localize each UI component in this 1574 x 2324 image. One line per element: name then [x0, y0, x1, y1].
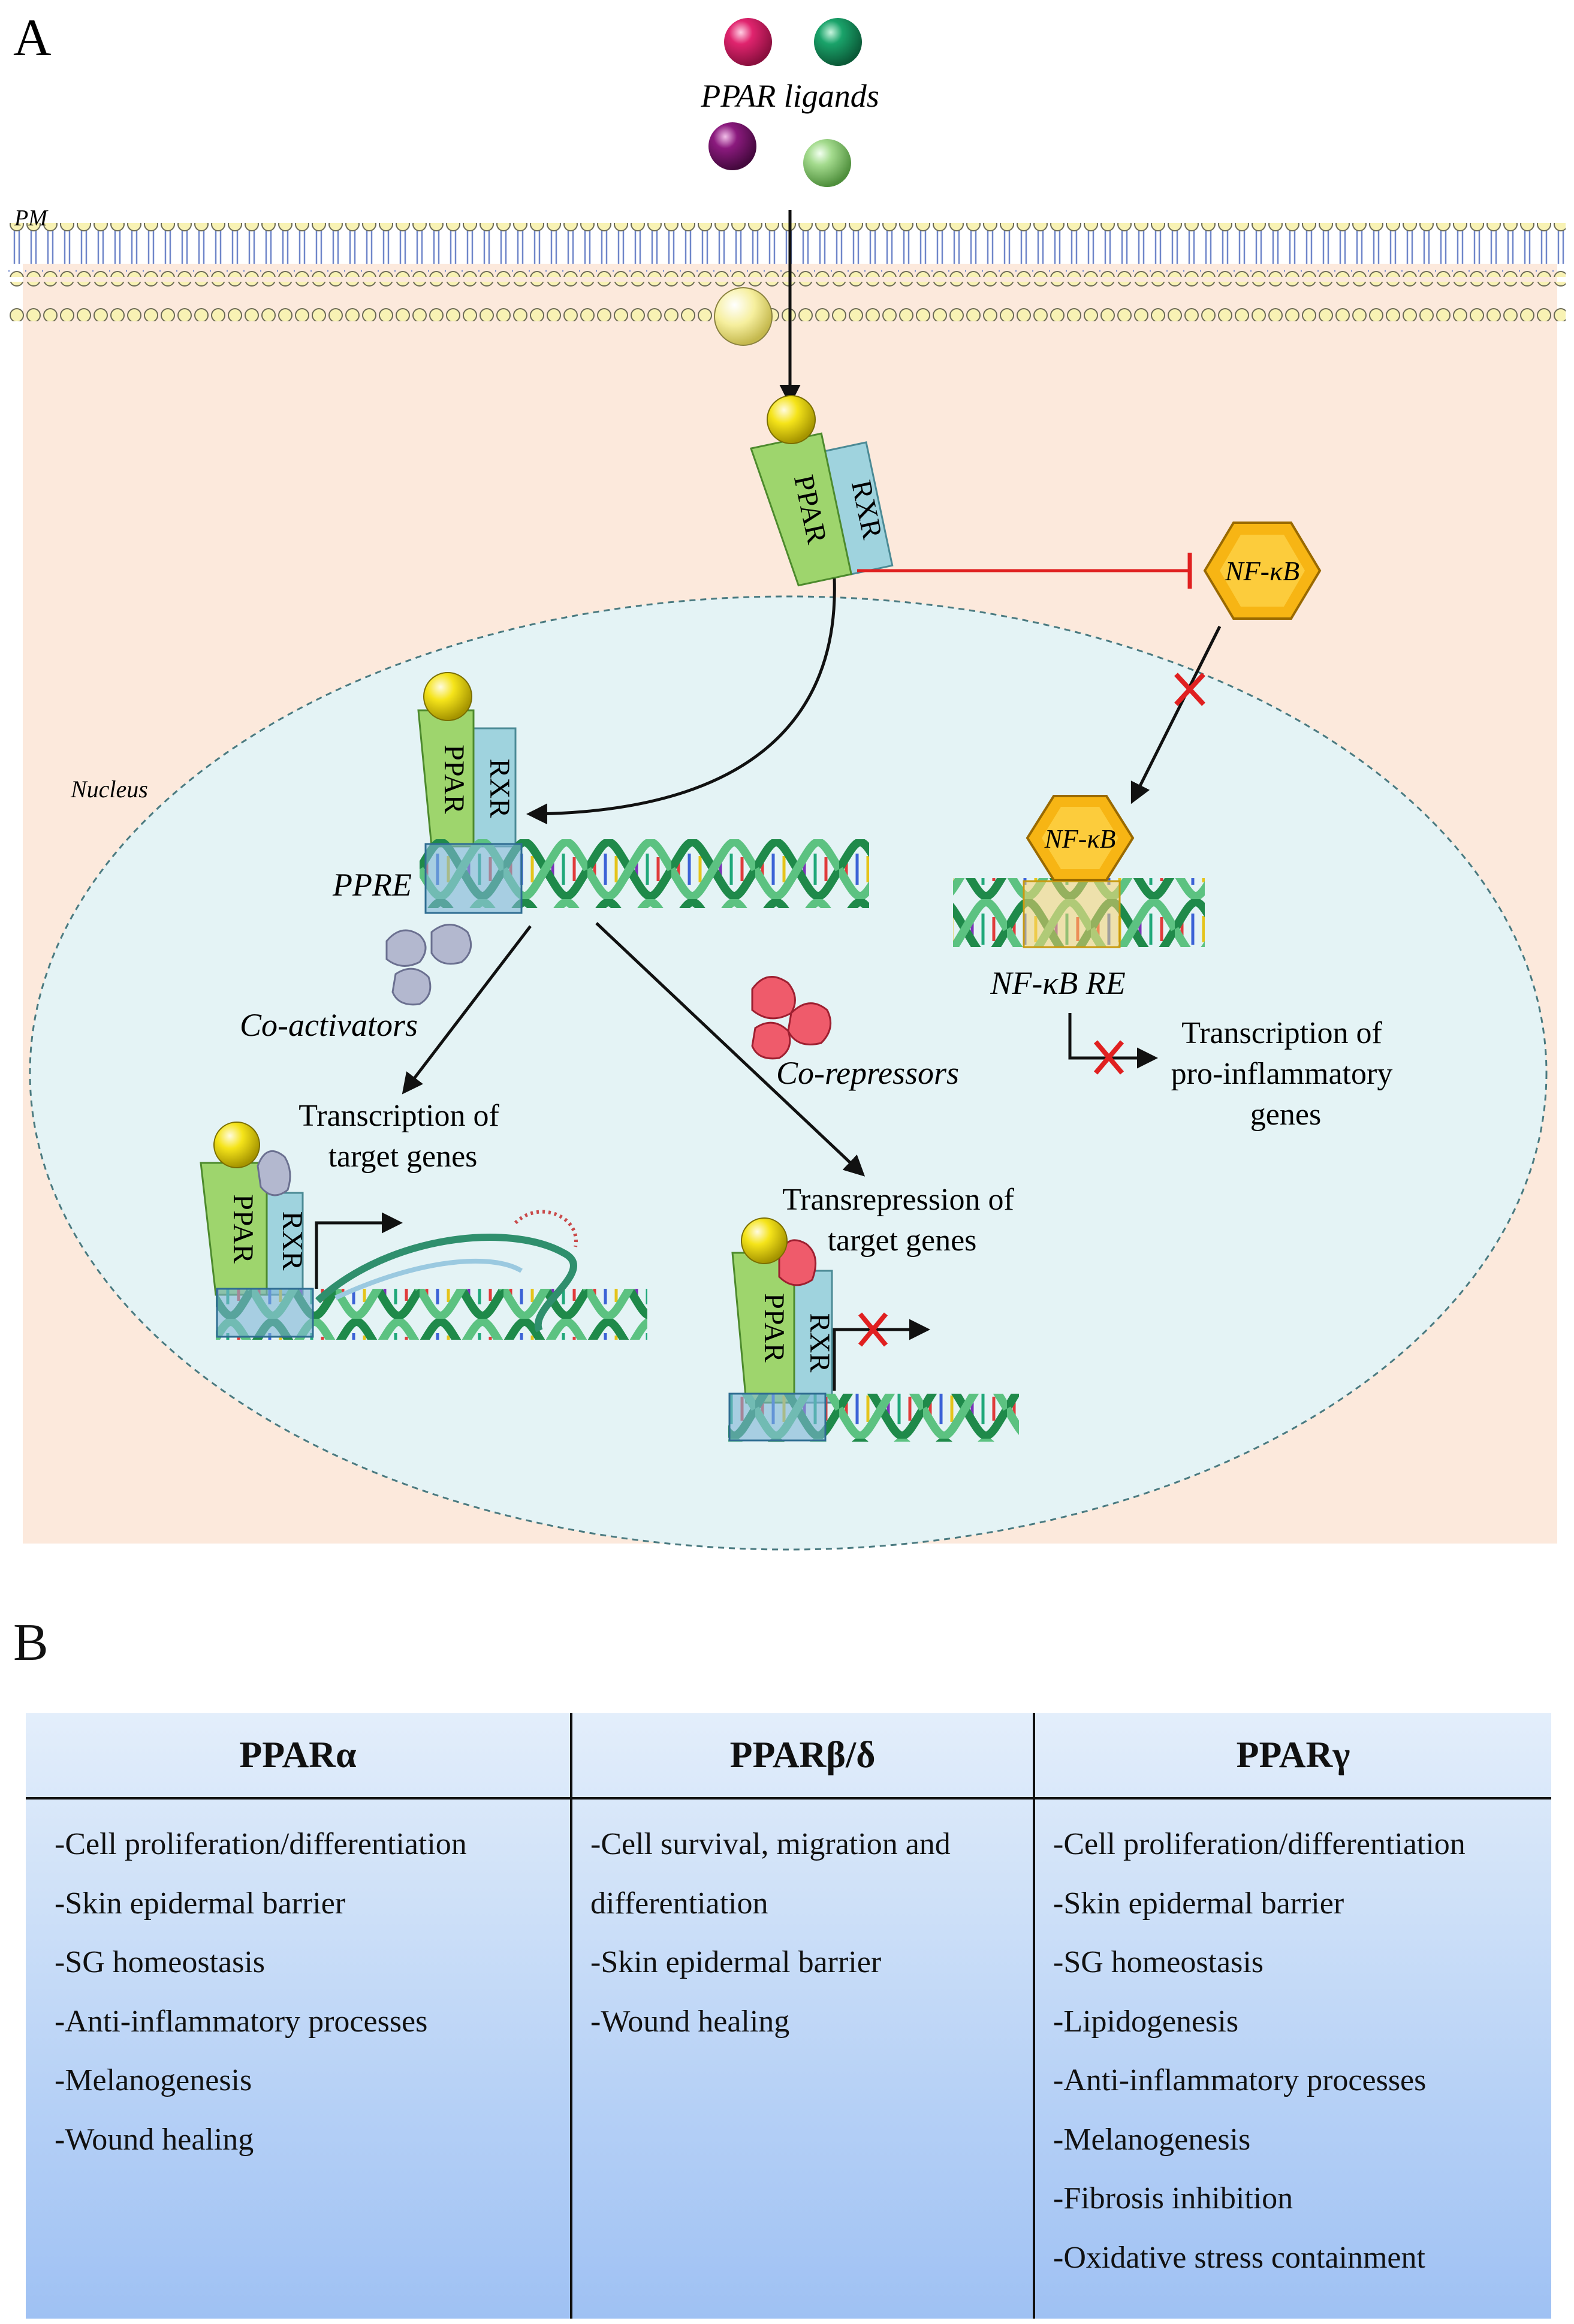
transrepression-ligand-icon — [741, 1217, 788, 1264]
co-repressors-label: Co-repressors — [776, 1055, 959, 1091]
list-item: -Oxidative stress containment — [1053, 2240, 1425, 2275]
active-transcription-arrow — [315, 1212, 403, 1289]
ppre-box — [728, 1392, 827, 1442]
ppar-signaling-diagram: A PM PPAR ligands PPAR RXR NF-κB Nucleus — [8, 9, 1566, 1551]
ppar-label: PPAR — [438, 744, 470, 814]
list-item: -Anti-inflammatory processes — [55, 2004, 428, 2039]
ppar-ligands-label: PPAR ligands — [700, 78, 879, 114]
column-header: PPARγ — [1236, 1734, 1350, 1776]
panel-a-letter: A — [13, 9, 52, 67]
nuclear-bound-ligand-icon — [423, 672, 472, 721]
list-item: -Cell proliferation/differentiation — [1053, 1827, 1466, 1861]
panel-b-letter: B — [13, 1614, 49, 1672]
ligand-green-icon — [814, 18, 862, 66]
ppre-box — [216, 1288, 314, 1338]
pm-label: PM — [14, 206, 49, 231]
function-list: -Cell proliferation/differentiation -Ski… — [1053, 1815, 1545, 2287]
ligand-purple-icon — [708, 122, 756, 170]
column-header: PPARβ/δ — [729, 1734, 876, 1776]
blocked-cross-icon — [1093, 1040, 1124, 1075]
nuclear-ppar-rxr-complex: PPAR RXR — [417, 709, 517, 848]
list-item: -Wound healing — [55, 2122, 254, 2157]
list-item: -SG homeostasis — [1053, 1945, 1264, 1979]
column-ppar-beta-delta: PPARβ/δ -Cell survival, migration and di… — [572, 1713, 1033, 2319]
co-activators-icon — [385, 924, 472, 1006]
plasma-membrane — [8, 223, 1566, 346]
nfkb-re-box — [1023, 880, 1121, 948]
nucleus-label: Nucleus — [70, 776, 148, 803]
list-item: -Cell survival, migration and — [590, 1827, 951, 1861]
list-item: -Melanogenesis — [1053, 2122, 1251, 2157]
nuclear-translocation-arrow — [526, 578, 836, 825]
transrepression-arrow — [595, 922, 866, 1177]
list-item: -Wound healing — [590, 2004, 790, 2039]
list-item: differentiation — [590, 1886, 768, 1921]
blocked-transcription-arrow — [1068, 1013, 1158, 1069]
co-activator-bound-icon — [257, 1150, 291, 1196]
co-activators-label: Co-activators — [240, 1007, 418, 1043]
column-ppar-gamma: PPARγ -Cell proliferation/differentiatio… — [1035, 1713, 1551, 2319]
ppre-box — [424, 843, 523, 914]
blocked-cross-icon — [1174, 673, 1205, 706]
blocked-cross-icon — [858, 1312, 888, 1347]
unwound-rna-strand — [315, 1234, 577, 1333]
ppre-label: PPRE — [332, 867, 412, 903]
transcription-target-label: Transcription of target genes — [298, 1099, 507, 1174]
column-ppar-alpha: PPARα -Cell proliferation/differentiatio… — [26, 1713, 570, 2319]
nfkb-nuclear-hexagon: NF-κB — [1026, 795, 1135, 881]
list-item: -Cell proliferation/differentiation — [55, 1827, 467, 1861]
membrane-embedded-ligand — [714, 287, 773, 346]
rxr-label: RXR — [276, 1211, 308, 1271]
rxr-label: RXR — [484, 759, 515, 818]
transcription-proinflammatory-label: Transcription of pro-inflammatory genes — [1171, 1016, 1401, 1132]
list-item: -Skin epidermal barrier — [55, 1886, 346, 1921]
nfkb-cytoplasm-hexagon: NF-κB — [1203, 522, 1322, 620]
list-item: -Melanogenesis — [55, 2063, 252, 2097]
list-item: -SG homeostasis — [55, 1945, 265, 1979]
list-item: -Lipidogenesis — [1053, 2004, 1239, 2039]
function-list: -Cell proliferation/differentiation -Ski… — [55, 1815, 564, 2169]
list-item: -Skin epidermal barrier — [590, 1945, 882, 1979]
ppar-label: PPAR — [758, 1293, 790, 1363]
function-list: -Cell survival, migration and differenti… — [590, 1815, 1027, 2051]
transrepression-target-label: Transrepression of target genes — [782, 1183, 1022, 1258]
mrna-strand — [334, 1258, 523, 1300]
co-repressor-bound-icon — [778, 1239, 817, 1286]
ppar-label: PPAR — [227, 1194, 259, 1264]
ppar-functions-table: PPARα -Cell proliferation/differentiatio… — [24, 1711, 1553, 2320]
co-repressors-icon — [751, 976, 832, 1060]
bound-ligand-icon — [767, 395, 816, 444]
cytoplasmic-ppar-rxr-complex: PPAR RXR — [749, 432, 894, 587]
nfkb-label: NF-κB — [1225, 556, 1299, 586]
transrepression-complex: PPAR RXR — [731, 1239, 836, 1404]
ligand-lightgreen-icon — [803, 139, 851, 187]
list-item: -Skin epidermal barrier — [1053, 1886, 1344, 1921]
repressed-transcription-arrow — [833, 1319, 930, 1391]
nfkb-re-label: NF-κB RE — [990, 965, 1125, 1001]
column-divider — [570, 1713, 572, 2319]
ligand-pink-icon — [724, 18, 772, 66]
list-item: -Anti-inflammatory processes — [1053, 2063, 1427, 2097]
column-header: PPARα — [239, 1734, 357, 1776]
column-divider — [1033, 1713, 1035, 2319]
nfkb-translocation-arrow — [1130, 625, 1222, 804]
table-header-divider — [26, 1797, 1551, 1799]
nfkb-label: NF-κB — [1044, 824, 1116, 854]
transactivation-complex: PPAR RXR — [200, 1150, 308, 1296]
rxr-label: RXR — [804, 1313, 836, 1373]
transactivation-arrow — [402, 925, 532, 1095]
transactivation-ligand-icon — [213, 1122, 260, 1168]
list-item: -Fibrosis inhibition — [1053, 2181, 1293, 2216]
